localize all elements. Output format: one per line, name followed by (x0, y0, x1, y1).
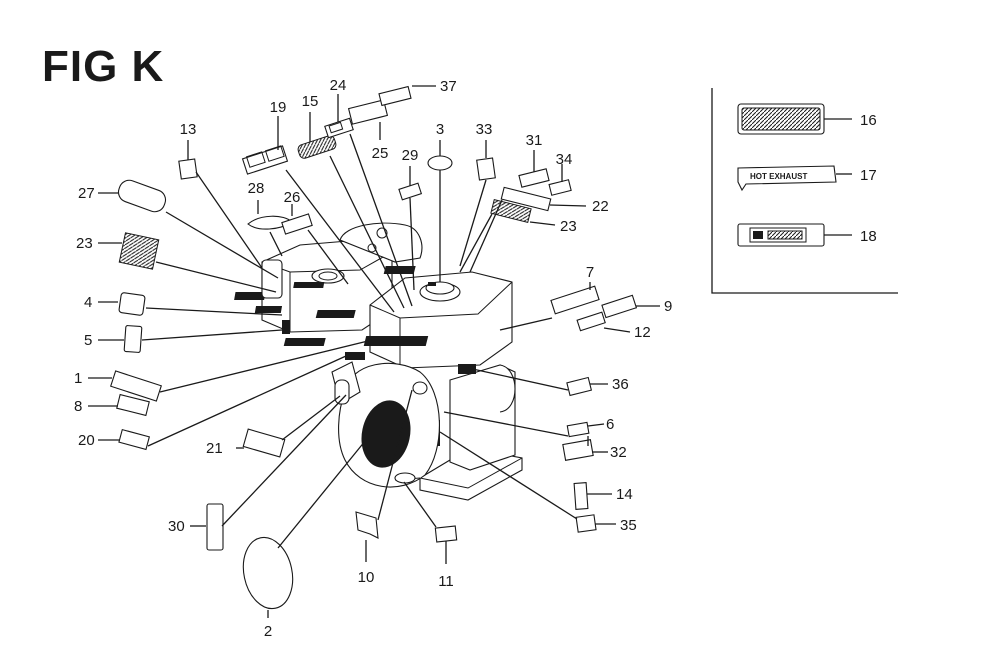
callout-2: 2 (264, 623, 272, 640)
callout-9: 9 (664, 298, 672, 315)
inset-box: HOT EXHAUST (711, 88, 898, 294)
callout-14: 14 (616, 486, 633, 503)
callout-8: 8 (74, 398, 82, 415)
callout-33: 33 (476, 121, 493, 138)
label-16-plate (737, 103, 852, 135)
callout-11: 11 (438, 573, 454, 590)
callout-25: 25 (372, 145, 389, 162)
callout-10: 10 (358, 569, 375, 586)
label-parts (110, 85, 638, 610)
callout-6: 6 (606, 416, 614, 433)
callout-37: 37 (440, 78, 457, 95)
callout-23-right: 23 (560, 218, 577, 235)
callout-31: 31 (526, 132, 543, 149)
callout-12: 12 (634, 324, 651, 341)
figure-title: FIG K (42, 42, 165, 91)
callout-19: 19 (270, 99, 287, 116)
callout-16: 16 (860, 112, 877, 129)
callout-17: 17 (860, 167, 877, 184)
engine-illustration (234, 222, 523, 501)
callout-24: 24 (330, 77, 347, 94)
callout-30: 30 (168, 518, 185, 535)
callout-21: 21 (206, 440, 223, 457)
callout-26: 26 (284, 189, 301, 206)
callout-22: 22 (592, 198, 609, 215)
callout-7: 7 (586, 264, 594, 281)
callout-29: 29 (402, 147, 419, 164)
callout-32: 32 (610, 444, 627, 461)
callout-5: 5 (84, 332, 92, 349)
callout-23-left: 23 (76, 235, 93, 252)
callout-28: 28 (248, 180, 265, 197)
label-18-plate (737, 223, 852, 247)
callout-36: 36 (612, 376, 629, 393)
callout-4: 4 (84, 294, 92, 311)
callout-18: 18 (860, 228, 877, 245)
callout-15: 15 (302, 93, 319, 110)
callout-13: 13 (180, 121, 197, 138)
callout-20: 20 (78, 432, 95, 449)
leader-lines (88, 85, 660, 618)
callout-3: 3 (436, 121, 444, 138)
callout-numbers: 1 2 3 4 5 6 7 8 9 10 11 12 13 14 15 16 1… (74, 77, 877, 640)
callout-1: 1 (74, 370, 82, 387)
callout-34: 34 (556, 151, 573, 168)
hot-exhaust-text: HOT EXHAUST (750, 172, 807, 181)
callout-27: 27 (78, 185, 95, 202)
label-17-hot-exhaust: HOT EXHAUST (737, 165, 852, 192)
callout-35: 35 (620, 517, 637, 534)
